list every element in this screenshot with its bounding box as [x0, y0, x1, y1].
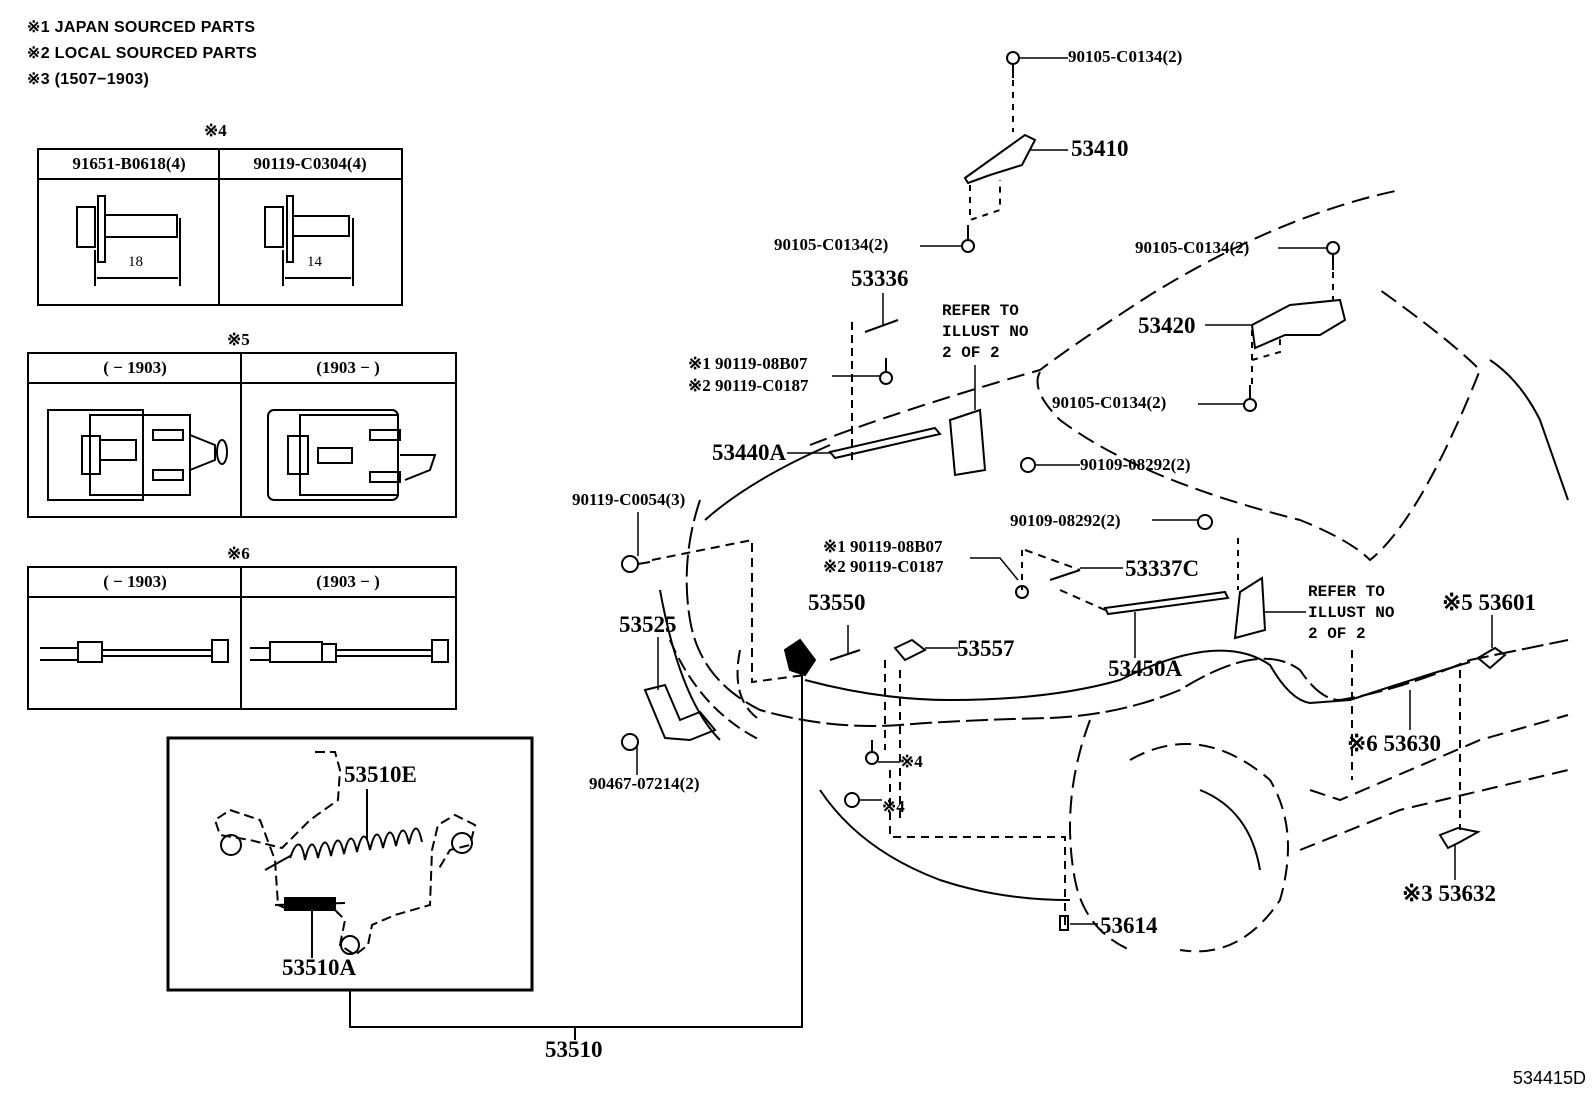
table6-col1-header: ( − 1903) [29, 568, 241, 598]
bolt-left-90105 [920, 225, 975, 253]
table-note6: ( − 1903) (1903 − ) [27, 566, 457, 710]
clip-90119-c0054 [621, 512, 806, 684]
hood-lock-hinge-illustration-a [948, 365, 1080, 477]
bolt-note4-b [844, 770, 1066, 930]
cable-new-illustration [250, 639, 449, 663]
table4-title: ※4 [204, 121, 227, 140]
label-90119-08b07-b: ※1 90119-08B07 [823, 537, 943, 556]
refer-to-illust-a: REFER TO ILLUST NO 2 OF 2 [942, 302, 1029, 362]
label-53614: 53614 [1100, 913, 1158, 938]
dim-14: 14 [307, 254, 322, 270]
mount-hole-right [451, 832, 473, 854]
table5-divider [240, 354, 242, 516]
label-53601: ※5 53601 [1442, 590, 1537, 615]
spring-e-end [264, 854, 293, 871]
label-53450a: 53450A [1108, 656, 1183, 681]
table6-col2-header: (1903 − ) [241, 568, 455, 598]
cable-53630-illustration [804, 649, 1471, 780]
label-53440a: 53440A [712, 440, 787, 465]
connector-old-illustration [47, 409, 228, 501]
bolt-top-90105 [1006, 51, 1068, 132]
label-53510e: 53510E [344, 762, 417, 787]
spring-53510a-illustration [274, 897, 346, 911]
label-90119-c0187-a: ※2 90119-C0187 [688, 376, 809, 395]
cable-old-illustration [40, 639, 229, 663]
label-53510: 53510 [545, 1037, 603, 1062]
table5-title: ※5 [227, 330, 250, 349]
handle-53601-illustration [1459, 615, 1507, 830]
label-90105-top: 90105-C0134(2) [1068, 47, 1183, 66]
bolt-90119-illustration [264, 195, 354, 286]
hood-support-53450a [1103, 590, 1230, 658]
table4-col2-header: 90119-C0304(4) [219, 150, 401, 180]
label-53557: 53557 [957, 636, 1015, 661]
table-note4: 91651-B0618(4) 90119-C0304(4) [37, 148, 403, 306]
table5-col2-header: (1903 − ) [241, 354, 455, 384]
label-53525: 53525 [619, 612, 677, 637]
spring-53510e-illustration [289, 827, 423, 861]
hood-hinge-53410-illustration [963, 133, 1068, 222]
bolt-91651-illustration [76, 195, 181, 286]
label-90467: 90467-07214(2) [589, 774, 700, 793]
label-90105-right-bottom: 90105-C0134(2) [1052, 393, 1167, 412]
note-local-sourced: ※2 LOCAL SOURCED PARTS [27, 45, 258, 62]
hood-lock-support-53525 [643, 637, 717, 742]
hood-lock-hinge-illustration-b [1152, 514, 1306, 640]
illustration-code: 534415D [1512, 1068, 1586, 1088]
label-53337c: 53337C [1125, 556, 1200, 581]
table5-col1-header: ( − 1903) [29, 354, 241, 384]
mount-hole-bottom [340, 935, 360, 955]
label-90119-c0187-b: ※2 90119-C0187 [823, 557, 944, 576]
label-90105-right-top: 90105-C0134(2) [1135, 238, 1250, 257]
label-90109-a: 90109-08292(2) [1080, 455, 1191, 474]
bolt-right-bottom-90105 [1198, 385, 1257, 412]
label-53632: ※3 53632 [1402, 881, 1497, 906]
release-lever-53550 [829, 625, 861, 661]
label-note4-a: ※4 [900, 752, 923, 771]
label-53336: 53336 [851, 266, 909, 291]
mount-hole-left [220, 834, 242, 856]
vehicle-body-outline [659, 189, 1569, 953]
table6-divider [240, 568, 242, 708]
table-note5: ( − 1903) (1903 − ) [27, 352, 457, 518]
table6-title: ※6 [227, 544, 250, 563]
bolt-53337c-area [970, 549, 1123, 611]
label-53630: ※6 53630 [1347, 731, 1442, 756]
hood-stay-holder-53336 [832, 293, 899, 465]
label-53510a: 53510A [282, 955, 357, 980]
label-90119-c0054: 90119-C0054(3) [572, 490, 686, 509]
table4-divider [218, 150, 220, 304]
table4-col1-header: 91651-B0618(4) [39, 150, 219, 180]
label-note4-b: ※4 [882, 797, 905, 816]
lever-53557 [884, 638, 958, 820]
clip-53614 [1059, 915, 1098, 931]
hood-lock-53510-illustration [783, 638, 817, 677]
dim-18: 18 [128, 254, 143, 270]
bolt-90467 [621, 733, 639, 775]
clamp-53632-illustration [1438, 826, 1481, 880]
refer-to-illust-b: REFER TO ILLUST NO 2 OF 2 [1308, 583, 1395, 643]
label-53420: 53420 [1138, 313, 1196, 338]
hood-support-53440a [787, 426, 942, 460]
label-53410: 53410 [1071, 136, 1129, 161]
label-53550: 53550 [808, 590, 866, 615]
note-date-range: ※3 (1507−1903) [27, 71, 150, 88]
note-japan-sourced: ※1 JAPAN SOURCED PARTS [27, 19, 256, 36]
bolt-right-top-90105 [1278, 241, 1340, 300]
label-90105-left: 90105-C0134(2) [774, 235, 889, 254]
connector-new-illustration [267, 409, 437, 501]
bolt-note4-a [865, 740, 900, 765]
hood-hinge-53420-illustration [1205, 298, 1347, 385]
label-90109-b: 90109-08292(2) [1010, 511, 1121, 530]
label-90119-08b07-a: ※1 90119-08B07 [688, 354, 808, 373]
